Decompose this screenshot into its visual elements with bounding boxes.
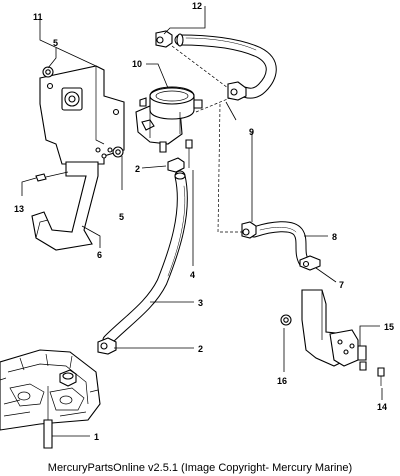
callout-2-upper[interactable]: 2 (135, 164, 140, 174)
callout-6[interactable]: 6 (97, 250, 102, 260)
support-bracket-6[interactable] (31, 161, 99, 251)
hose-clamp-12-top[interactable] (155, 30, 173, 48)
nut-5-upper[interactable] (42, 66, 54, 78)
nut-5-lower[interactable] (112, 146, 124, 158)
callout-2-lower[interactable]: 2 (198, 344, 203, 354)
hose-clamp-2-upper[interactable] (167, 157, 185, 173)
callout-7[interactable]: 7 (339, 280, 344, 290)
leader-lines (21, 6, 383, 437)
callout-9[interactable]: 9 (249, 127, 254, 137)
bracket-15[interactable] (301, 289, 367, 371)
hose-3[interactable] (102, 170, 188, 346)
callout-12[interactable]: 12 (192, 1, 202, 11)
callout-13[interactable]: 13 (14, 204, 24, 214)
callout-11[interactable]: 11 (33, 12, 43, 22)
hose-clamp-2-lower[interactable] (97, 337, 117, 355)
callout-14[interactable]: 14 (377, 402, 387, 412)
callout-1[interactable]: 1 (94, 432, 99, 442)
fitting-1[interactable] (43, 369, 77, 449)
vent-valve-10[interactable] (135, 86, 203, 153)
hose-clamp-9[interactable] (227, 81, 247, 101)
mounting-bracket-11[interactable] (39, 65, 125, 165)
engine-block-section (0, 349, 101, 431)
nut-16[interactable] (280, 314, 292, 326)
bolt-13[interactable] (35, 171, 69, 182)
callout-10[interactable]: 10 (132, 59, 142, 69)
callout-8[interactable]: 8 (332, 232, 337, 242)
callout-5-upper[interactable]: 5 (53, 38, 58, 48)
copyright-footer: MercuryPartsOnline v2.5.1 (Image Copyrig… (47, 462, 353, 474)
bolt-4[interactable] (185, 139, 193, 168)
hose-clamp-8-left[interactable] (241, 221, 257, 239)
fitting-7[interactable] (299, 255, 321, 271)
callout-15[interactable]: 15 (384, 322, 394, 332)
callout-3[interactable]: 3 (198, 298, 203, 308)
callout-4[interactable]: 4 (190, 270, 195, 280)
callout-5-lower[interactable]: 5 (119, 212, 124, 222)
hose-12[interactable] (174, 33, 277, 99)
hose-8[interactable] (248, 221, 310, 268)
bolt-14[interactable] (377, 367, 385, 386)
callout-16[interactable]: 16 (277, 376, 287, 386)
